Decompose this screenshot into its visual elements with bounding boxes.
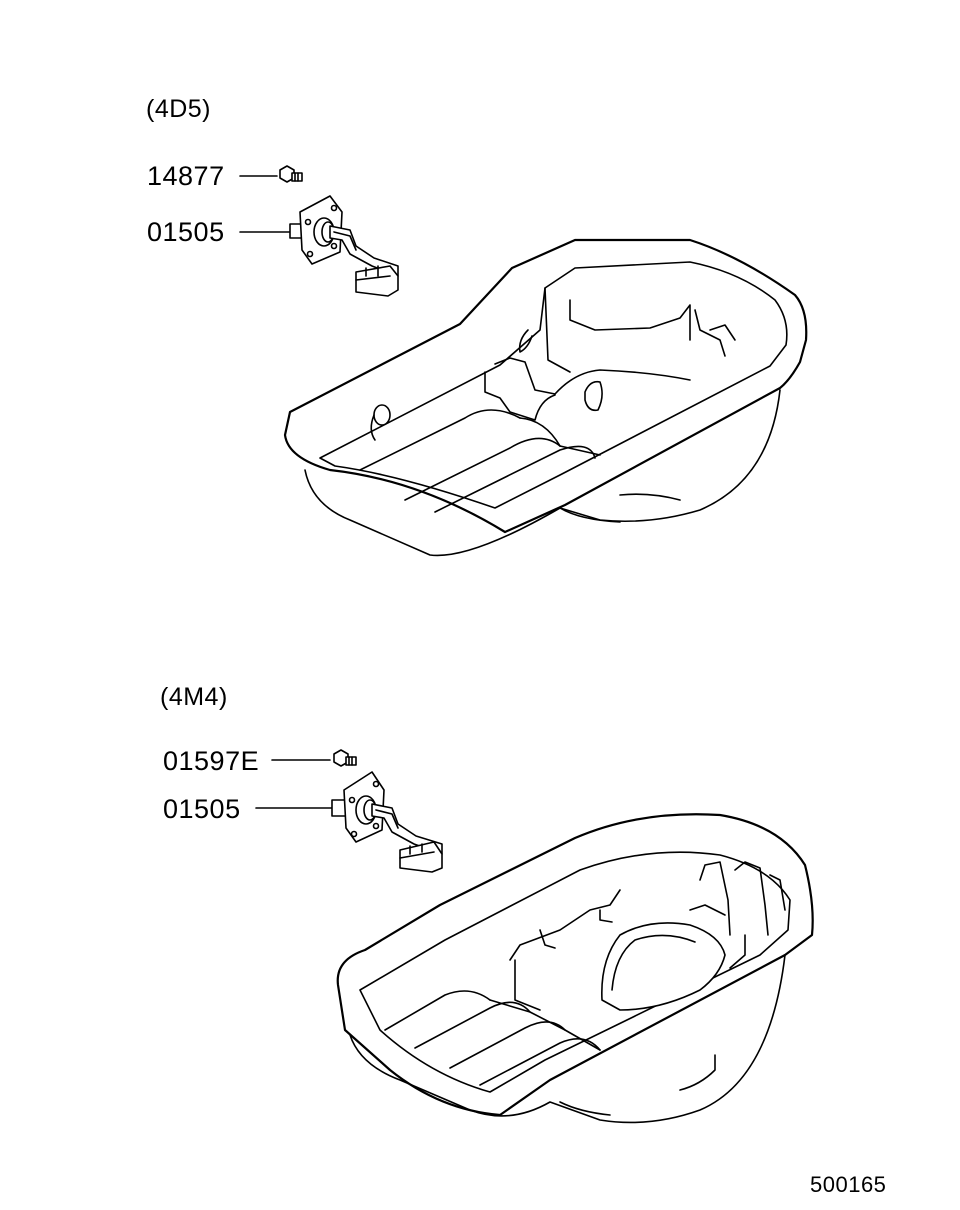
lower-leader-lines: [255, 759, 333, 809]
lower-sender-part-number: 01505: [163, 794, 241, 824]
lower-oil-pan: [336, 813, 814, 1124]
lower-oil-level-sender-icon: [331, 771, 443, 873]
upper-leader-lines: [239, 175, 291, 233]
upper-bolt-part-number: 14877: [147, 161, 225, 191]
lower-engine-code: (4M4): [160, 683, 228, 711]
upper-oil-pan: [283, 238, 808, 557]
upper-sender-part-number: 01505: [147, 217, 225, 247]
upper-engine-code: (4D5): [146, 95, 212, 123]
document-number: 500165: [810, 1172, 887, 1197]
upper-bolt-icon: [279, 165, 303, 183]
upper-oil-level-sender-icon: [289, 195, 399, 297]
lower-bolt-part-number: 01597E: [163, 746, 260, 776]
lower-bolt-icon: [333, 749, 357, 767]
